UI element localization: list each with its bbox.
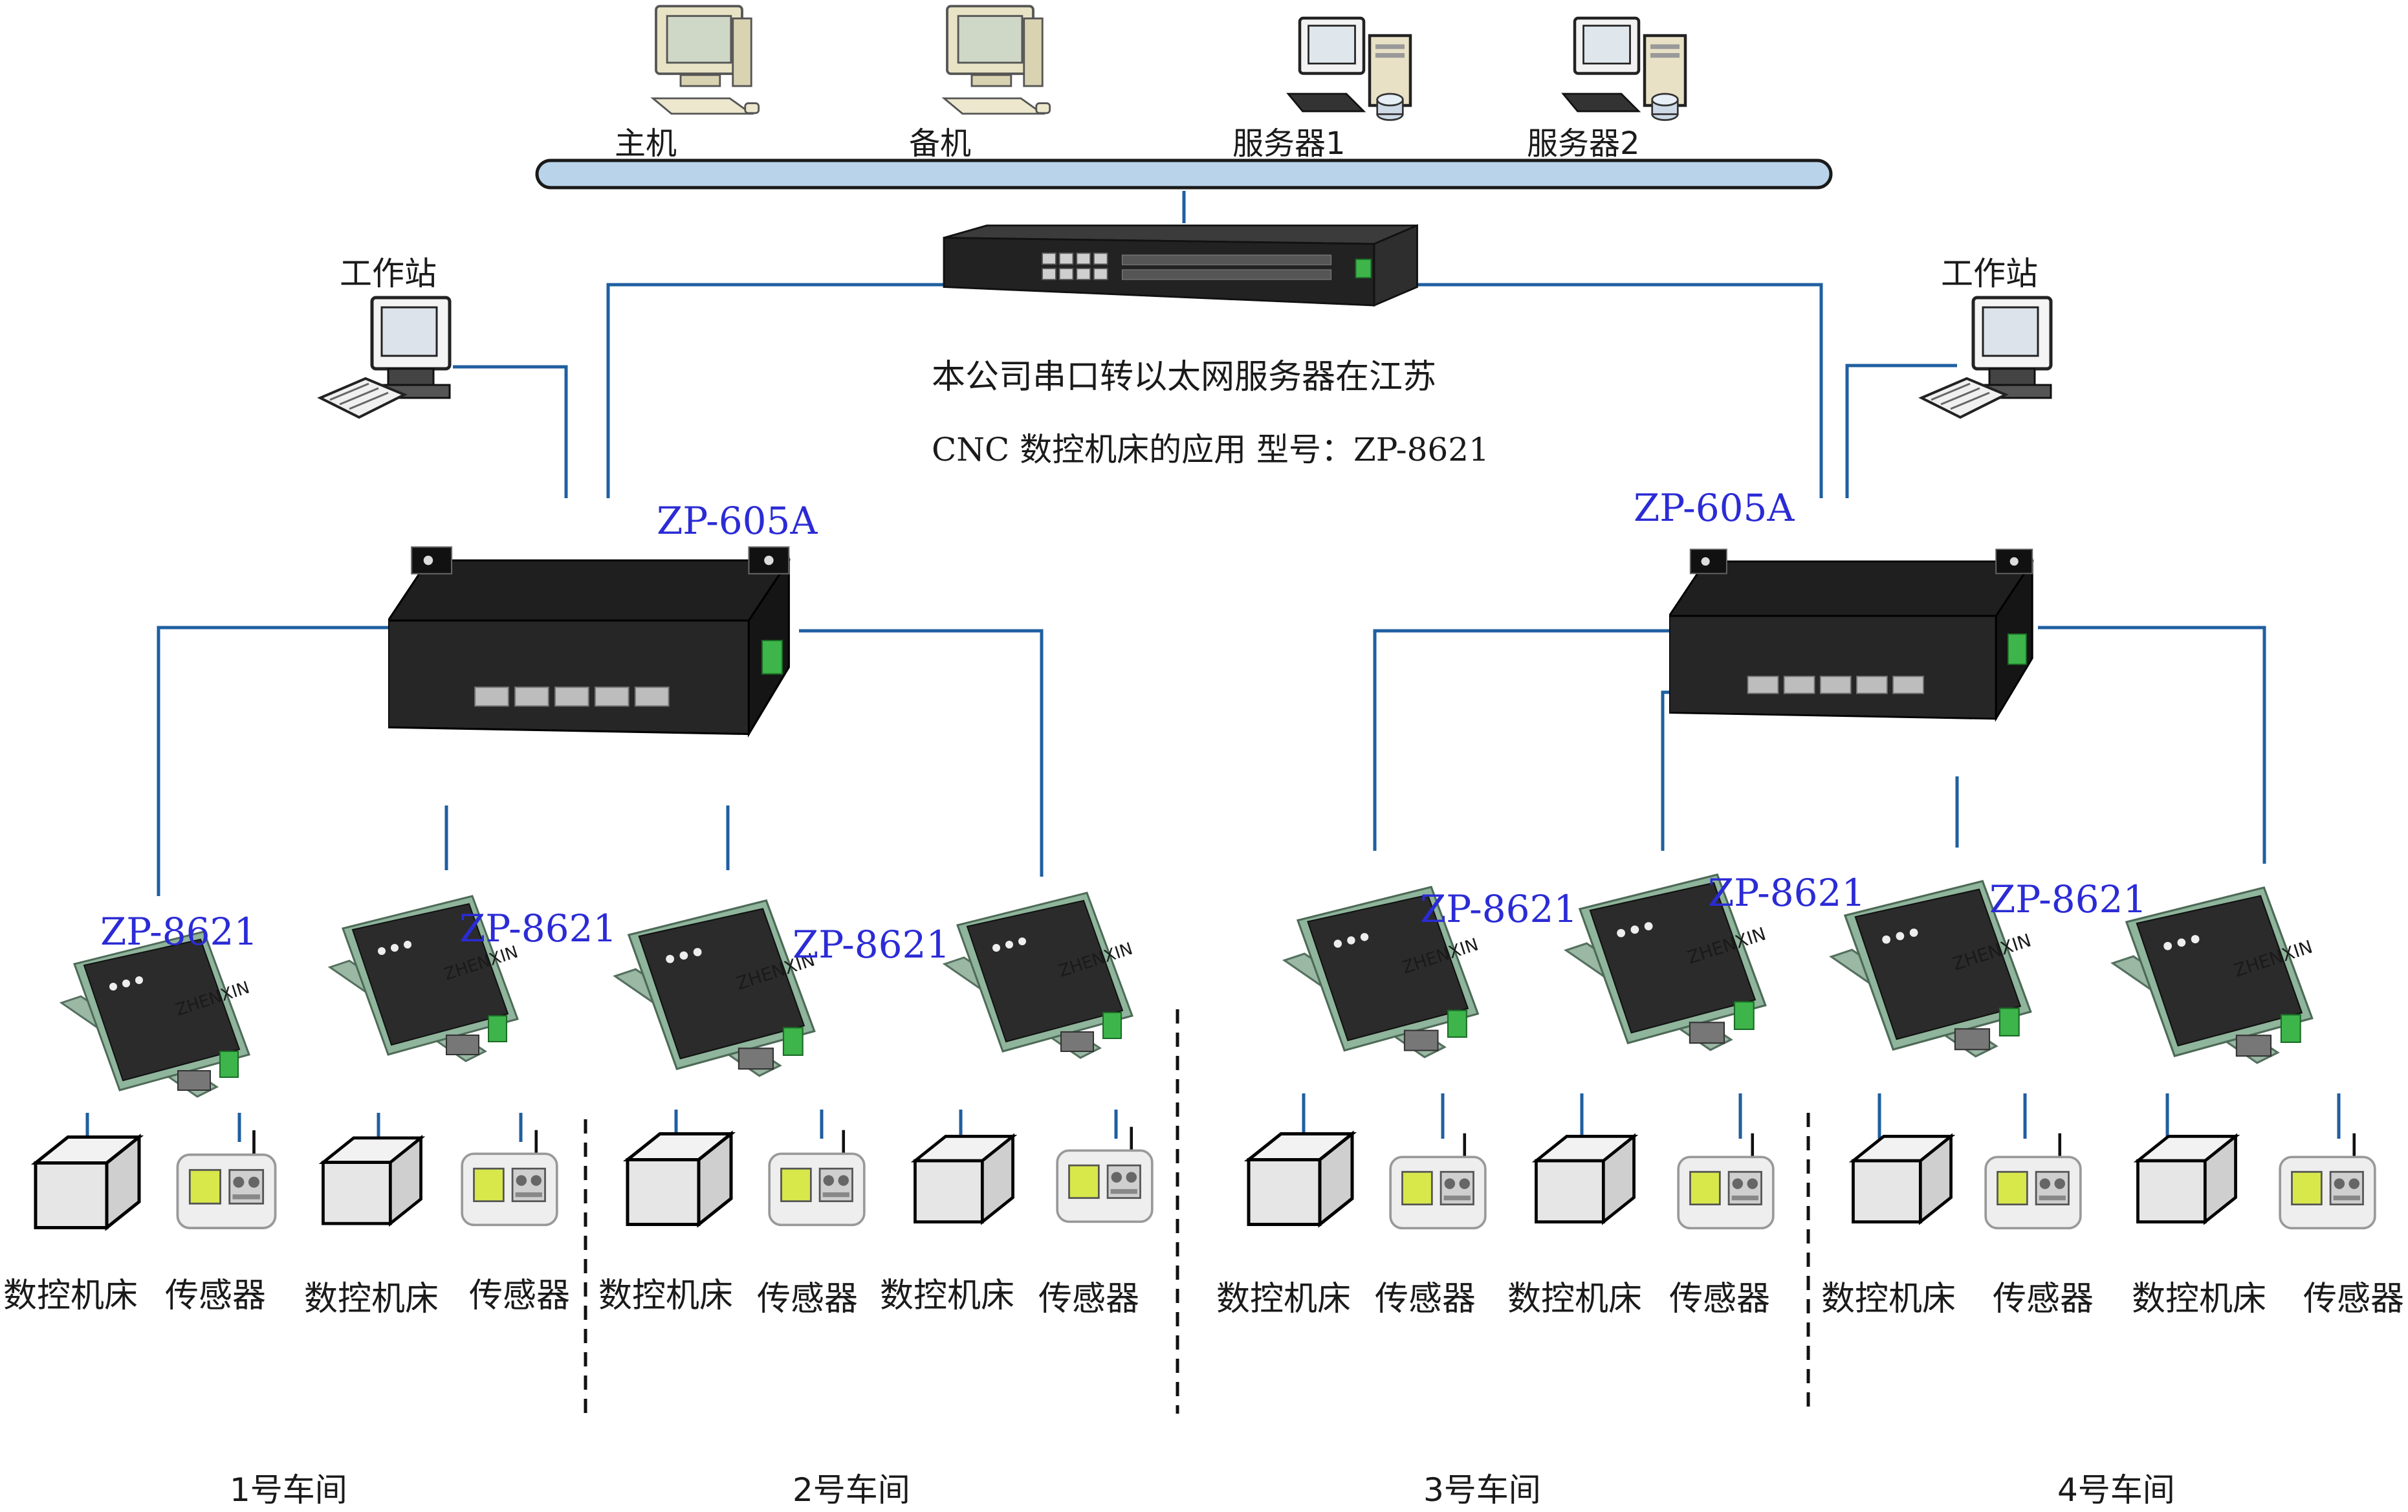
host-computer: 主机: [615, 5, 760, 162]
sensor-icon: [177, 1130, 275, 1228]
industrial-switch-icon: [1669, 548, 2033, 720]
equipment-label-9: 数控机床: [1216, 1280, 1351, 1319]
backup-label: 备机: [909, 126, 971, 162]
description-line-1: 本公司串口转以太网服务器在江苏: [932, 358, 1436, 397]
cnc-machine-icon: [628, 1134, 731, 1225]
equipment-labels: 数控机床 传感器 数控机床 传感器 数控机床 传感器 数控机床 传感器 数控机床…: [3, 1276, 2404, 1319]
sensor-icon: [1678, 1134, 1773, 1229]
switch-left-label: ZP-605A: [657, 499, 818, 543]
converter-label-6: ZP-8621: [1989, 877, 2147, 921]
converter-label-3: ZP-8621: [793, 923, 950, 967]
desktop-computer-icon: [943, 5, 1051, 115]
host-label: 主机: [615, 126, 677, 162]
cnc-machine-icon: [915, 1136, 1012, 1222]
cnc-machine-icon: [36, 1137, 139, 1228]
serial-server-icon: [943, 892, 1137, 1059]
serial-server-1: [60, 930, 254, 1098]
serial-server-icon: [60, 930, 254, 1098]
desktop-computer-icon: [651, 5, 760, 115]
equipment-label-4: 传感器: [469, 1276, 570, 1315]
equipment-icons: [36, 1127, 2375, 1229]
serial-server-4: [943, 892, 1137, 1059]
server-2: 服务器2: [1527, 18, 1685, 162]
converter-labels: ZP-8621 ZP-8621 ZP-8621 ZP-8621 ZP-8621 …: [100, 871, 2147, 967]
equipment-label-6: 传感器: [757, 1280, 858, 1319]
workshop-separators: [584, 1009, 1810, 1414]
converter-label-2: ZP-8621: [459, 906, 617, 950]
cnc-machine-icon: [1249, 1134, 1352, 1225]
workshop-labels: 1号车间 2号车间 3号车间 4号车间: [230, 1471, 2175, 1509]
sensor-icon: [1986, 1134, 2081, 1229]
cnc-machine-icon: [323, 1138, 421, 1223]
workstation-right-label: 工作站: [1941, 255, 2038, 292]
converter-label-4: ZP-8621: [1420, 887, 1577, 931]
equipment-label-7: 数控机床: [880, 1276, 1014, 1315]
switch-left: ZP-605A: [388, 499, 818, 736]
equipment-label-12: 传感器: [1669, 1280, 1770, 1319]
sensor-icon: [462, 1130, 557, 1225]
server-icon: [1563, 18, 1685, 120]
equipment-label-10: 传感器: [1375, 1280, 1476, 1319]
server1-label: 服务器1: [1232, 126, 1346, 162]
workstation-right: 工作站: [1921, 255, 2051, 417]
workshop-label-4: 4号车间: [2057, 1471, 2175, 1509]
workshop-label-2: 2号车间: [793, 1471, 910, 1509]
equipment-label-1: 数控机床: [3, 1276, 138, 1315]
rack-switch-icon: [943, 224, 1419, 307]
serial-server-icon: [614, 899, 818, 1077]
cnc-machine-icon: [2138, 1136, 2235, 1222]
converter-label-5: ZP-8621: [1708, 871, 1865, 915]
workstation-icon: [320, 298, 450, 417]
equipment-label-3: 数控机床: [304, 1280, 439, 1319]
equipment-label-8: 传感器: [1038, 1280, 1139, 1319]
serial-server-3: [614, 899, 818, 1077]
cnc-machine-icon: [1536, 1136, 1634, 1222]
workstation-left: 工作站: [320, 255, 450, 417]
switch-right: ZP-605A: [1634, 486, 2033, 720]
sensor-icon: [2280, 1134, 2375, 1229]
server-1: 服务器1: [1232, 18, 1410, 162]
server-icon: [1288, 18, 1410, 120]
workshop-label-3: 3号车间: [1423, 1471, 1541, 1509]
equipment-label-13: 数控机床: [1821, 1280, 1956, 1319]
sensor-icon: [1390, 1134, 1485, 1229]
equipment-label-14: 传感器: [1993, 1280, 2094, 1319]
industrial-switch-icon: [388, 545, 790, 736]
equipment-label-15: 数控机床: [2132, 1280, 2266, 1319]
equipment-label-16: 传感器: [2303, 1280, 2404, 1319]
cnc-machine-icon: [1853, 1136, 1951, 1222]
converter-label-1: ZP-8621: [100, 910, 257, 954]
workshop-label-1: 1号车间: [230, 1471, 347, 1509]
server2-label: 服务器2: [1527, 126, 1640, 162]
switch-right-label: ZP-605A: [1634, 486, 1795, 530]
sensor-icon: [1057, 1127, 1152, 1222]
equipment-label-11: 数控机床: [1507, 1280, 1642, 1319]
workstation-left-label: 工作站: [340, 255, 437, 292]
equipment-label-2: 传感器: [165, 1276, 266, 1315]
workstation-icon: [1921, 298, 2051, 417]
description-line-2: CNC 数控机床的应用 型号：ZP-8621: [932, 431, 1489, 468]
backup-computer: 备机: [909, 5, 1051, 162]
sensor-icon: [769, 1130, 864, 1225]
backbone-bus: [535, 159, 1833, 190]
equipment-label-5: 数控机床: [598, 1276, 733, 1315]
